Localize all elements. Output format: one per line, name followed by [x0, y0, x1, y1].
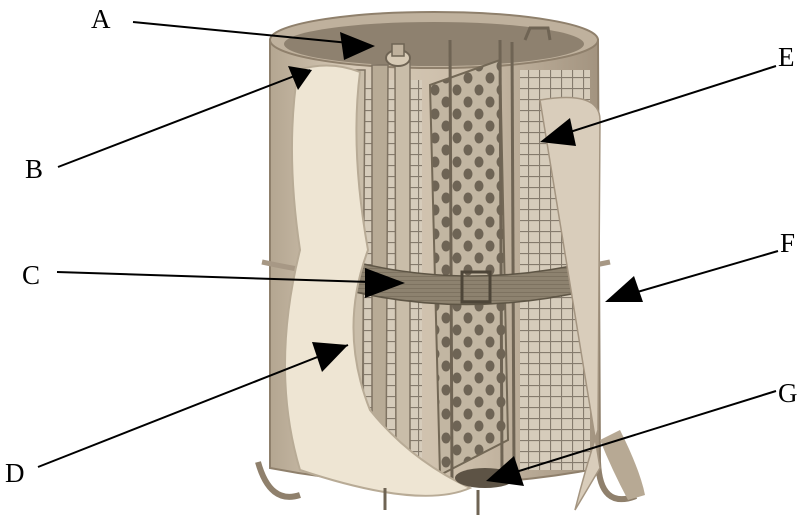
label-d: D [5, 458, 25, 488]
label-b: B [25, 154, 43, 184]
label-e: E [778, 42, 795, 72]
label-g: G [778, 378, 798, 408]
perforated-core [430, 40, 514, 480]
label-f: F [780, 228, 795, 258]
label-a: A [91, 4, 111, 34]
label-c: C [22, 260, 40, 290]
callout-arrow-f [605, 251, 778, 302]
